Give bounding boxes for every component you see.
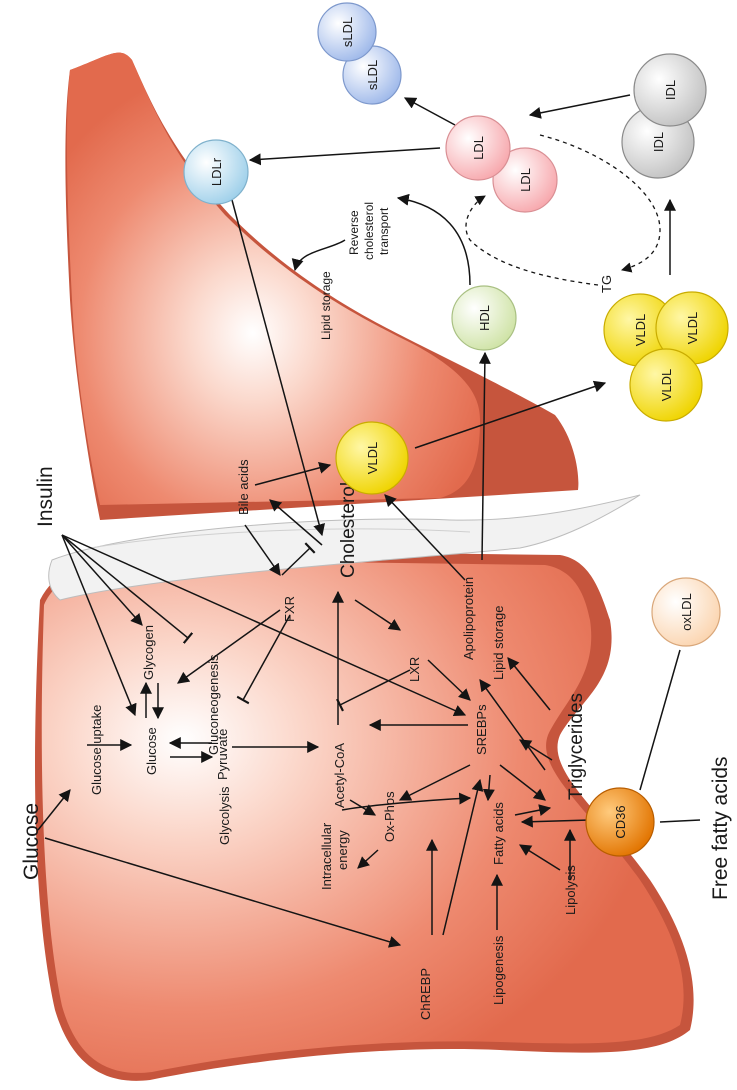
vldl-cluster-text-3: VLDL bbox=[659, 369, 674, 402]
oxldl-text: oxLDL bbox=[679, 593, 694, 631]
ldlr-text: LDLr bbox=[209, 157, 224, 186]
lipid-storage-upper-label: Lipid storage bbox=[319, 271, 333, 340]
hdl-text: HDL bbox=[477, 305, 492, 331]
lipid-storage-lower-label: Lipid storage bbox=[491, 606, 506, 680]
idl-text-2: IDL bbox=[651, 132, 666, 152]
vldl-text: VLDL bbox=[365, 442, 380, 475]
pyruvate-label: Pyruvate bbox=[215, 729, 230, 780]
insulin-label: Insulin bbox=[34, 466, 57, 527]
srebps-label: SREBPs bbox=[474, 704, 489, 755]
fxr-label: FXR bbox=[282, 596, 297, 622]
glucose-label: Glucose bbox=[20, 803, 43, 880]
idl-cluster: IDL IDL bbox=[622, 54, 706, 178]
arrow-hdl-to-rct bbox=[398, 198, 470, 285]
oxldl-particle: oxLDL bbox=[652, 578, 720, 646]
glucose-inner-label: Glucose bbox=[144, 727, 159, 775]
lipogenesis-label: Lipogenesis bbox=[491, 935, 506, 1005]
glucose-uptake-label: Glucose uptake bbox=[89, 705, 104, 795]
arrow-idl-to-ldl bbox=[530, 95, 630, 115]
acetyl-coa-label: Acetyl-CoA bbox=[332, 743, 347, 808]
ldlr-particle: LDLr bbox=[184, 140, 248, 204]
transport-label: transport bbox=[377, 207, 391, 255]
arrow-rct-to-lipidstorage bbox=[295, 240, 345, 270]
bile-acids-label: Bile acids bbox=[236, 459, 251, 515]
arrow-ldl-to-ldlr bbox=[250, 148, 440, 160]
energy-label: energy bbox=[335, 830, 350, 870]
vldl-cluster: VLDL VLDL VLDL bbox=[604, 292, 728, 421]
cd36-receptor: CD36 bbox=[586, 788, 654, 856]
glycogen-label: Glycogen bbox=[141, 625, 156, 680]
ox-phos-label: Ox-Phos bbox=[382, 791, 397, 842]
cd36-text: CD36 bbox=[613, 805, 628, 838]
sldl-text-1: sLDL bbox=[340, 17, 355, 47]
apolipoprotein-label: Apolipoprotein bbox=[461, 577, 476, 660]
chrebp-label: ChREBP bbox=[418, 968, 433, 1020]
fatty-acids-label: Fatty acids bbox=[491, 802, 506, 865]
line-ffa-to-cd36 bbox=[660, 820, 700, 822]
vldl-cluster-text-2: VLDL bbox=[685, 312, 700, 345]
ldl-cluster: LDL LDL bbox=[446, 116, 557, 212]
glycolysis-label: Glycolysis bbox=[217, 786, 232, 845]
cholesterol-small-label: cholesterol bbox=[362, 202, 376, 260]
lxr-label: LXR bbox=[407, 657, 422, 682]
arrow-ldl-to-sldl bbox=[405, 98, 455, 125]
reverse-label: Reverse bbox=[347, 210, 361, 255]
free-fatty-acids-label: Free fatty acids bbox=[709, 756, 732, 900]
line-oxldl-to-cd36 bbox=[640, 650, 680, 790]
cholesterol-label: Cholesterol bbox=[338, 482, 359, 578]
tg-label: TG bbox=[599, 275, 614, 293]
vldl-cluster-text-1: VLDL bbox=[633, 314, 648, 347]
sldl-text-2: sLDL bbox=[365, 60, 380, 90]
sldl-cluster: sLDL sLDL bbox=[318, 3, 401, 104]
ldl-text-1: LDL bbox=[471, 136, 486, 160]
vldl-particle: VLDL bbox=[336, 422, 408, 494]
triglycerides-label: Triglycerides bbox=[566, 693, 587, 800]
ldl-text-2: LDL bbox=[518, 168, 533, 192]
hdl-particle: HDL bbox=[452, 286, 516, 350]
idl-text-1: IDL bbox=[663, 80, 678, 100]
intracellular-label: Intracellular bbox=[319, 822, 334, 890]
